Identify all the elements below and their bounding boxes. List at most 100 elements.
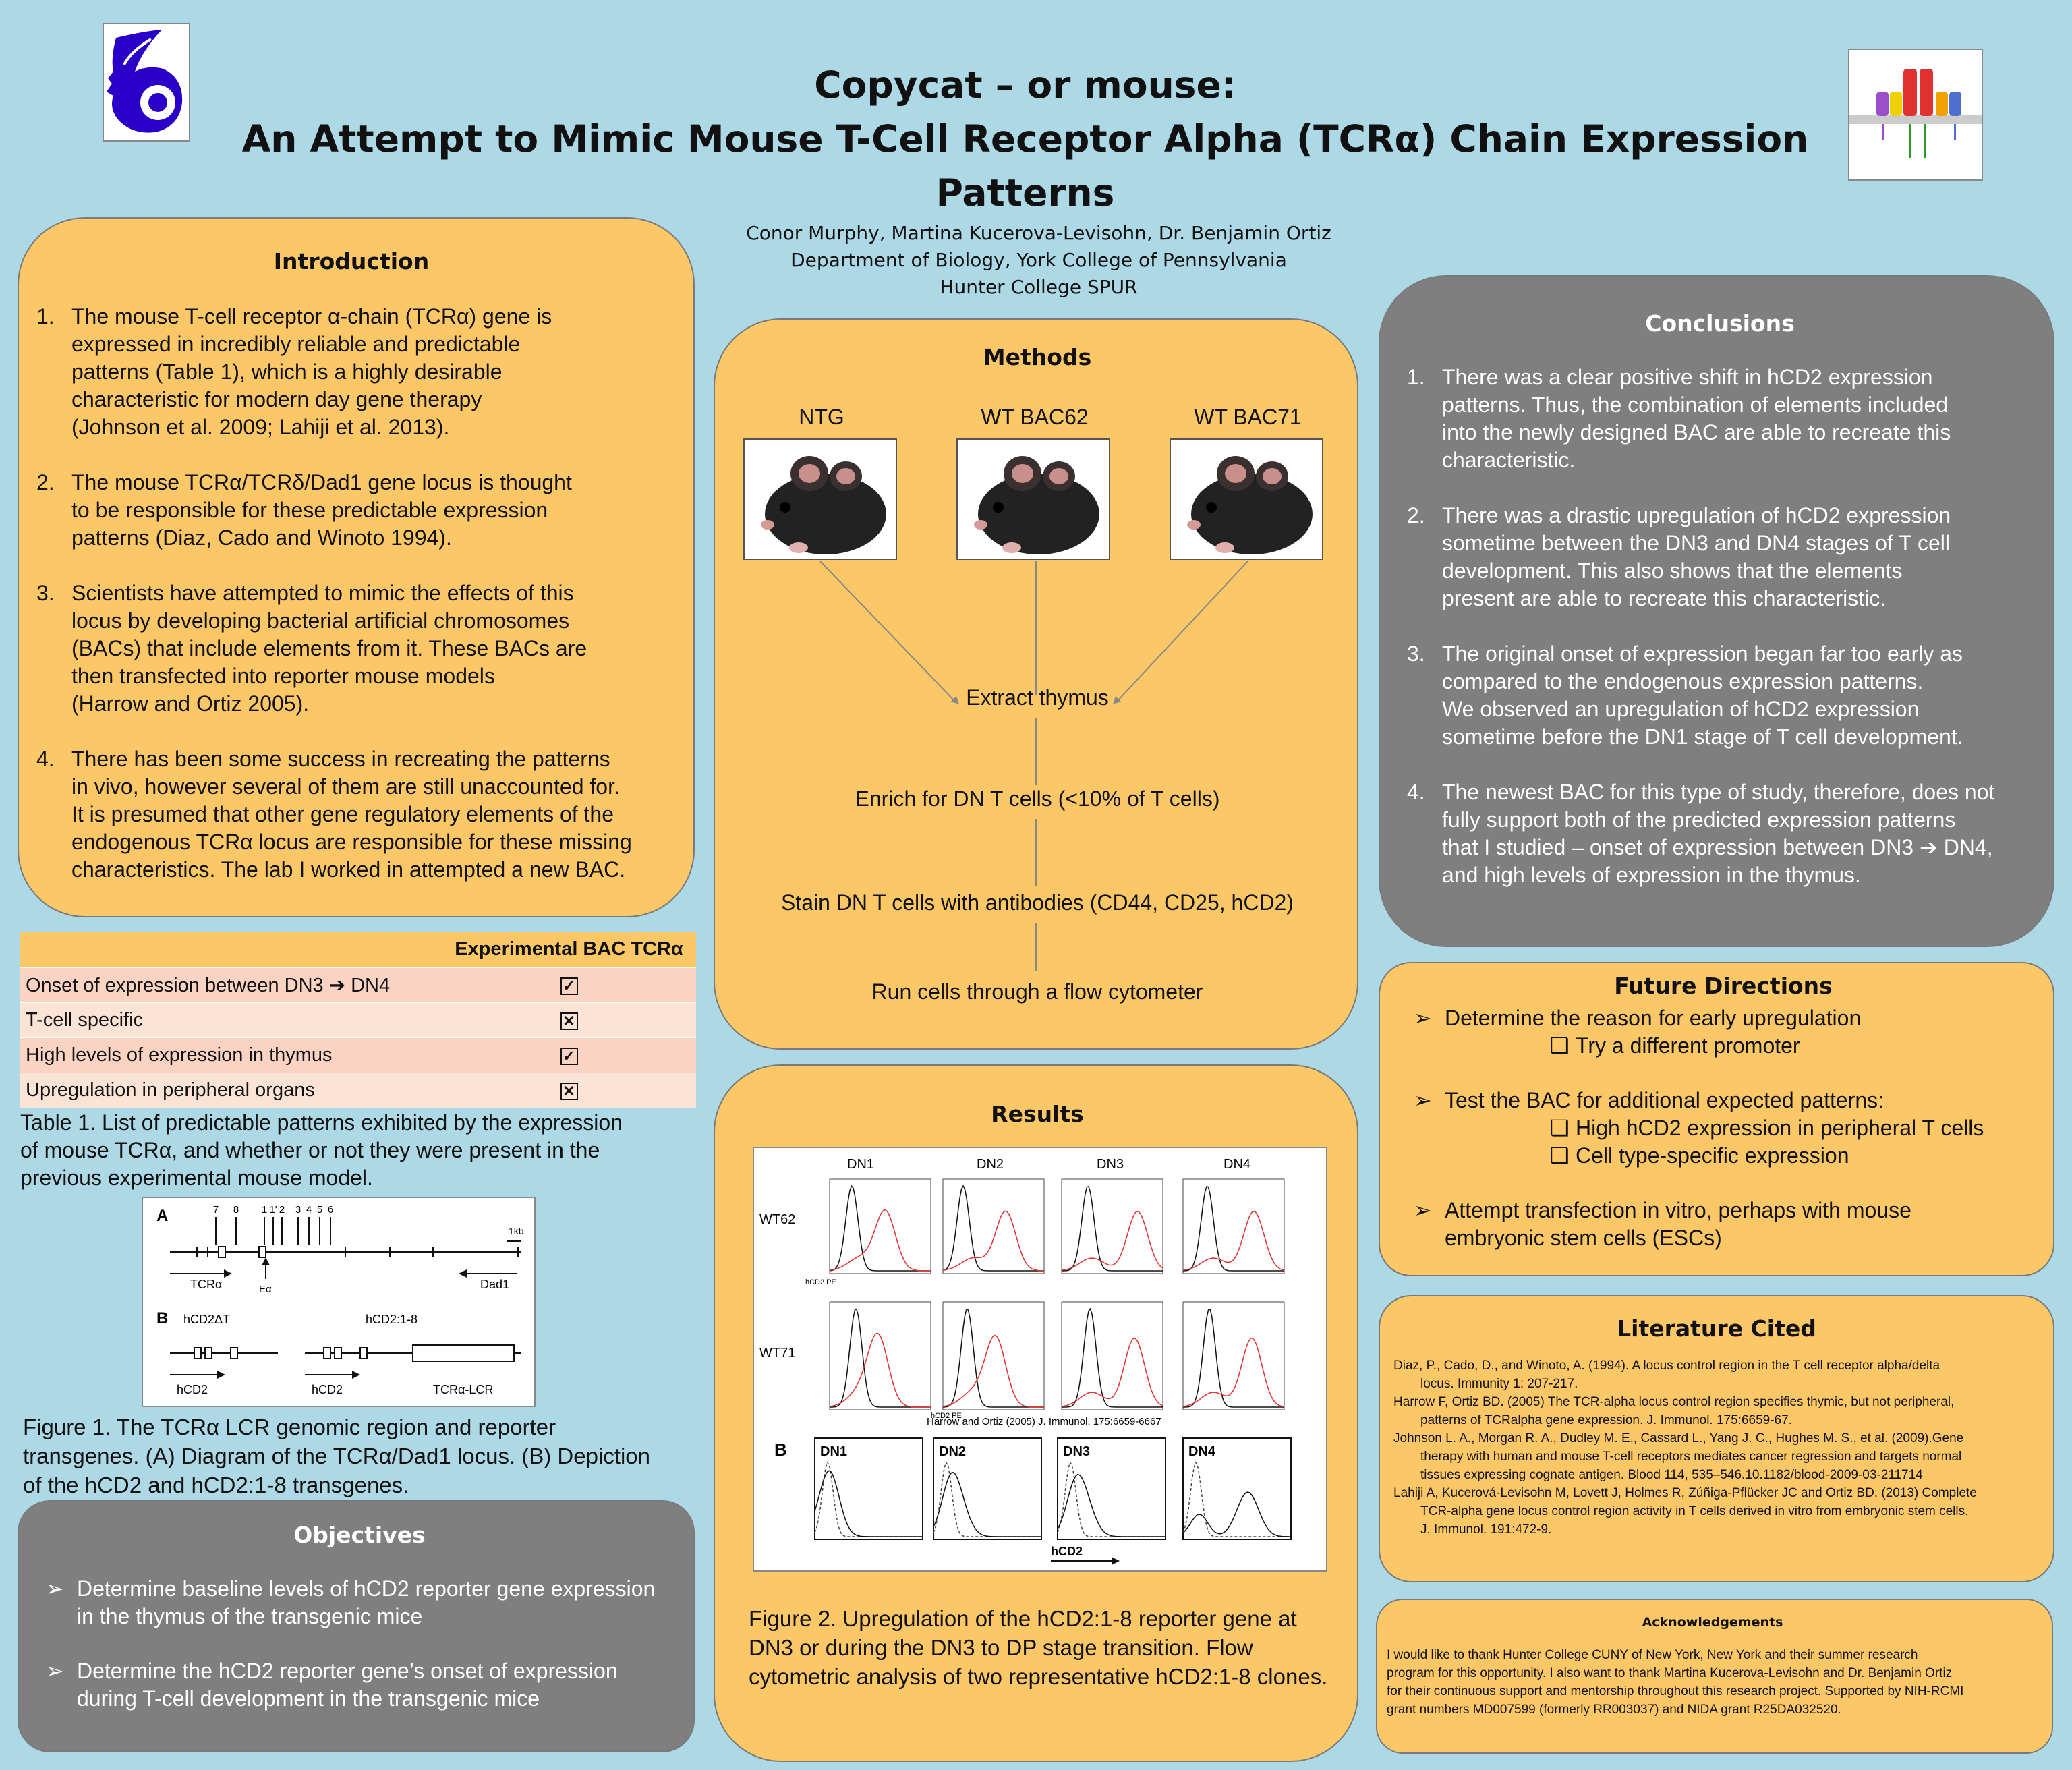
histogram-plot [1061,1301,1163,1410]
future-subitem: ❑Cell type-specific expression [1407,1142,2040,1170]
row-label: WT62 [759,1212,795,1227]
svg-text:hCD2: hCD2 [312,1383,343,1396]
svg-text:1kb: 1kb [509,1226,524,1236]
arrowhead-bullet-icon: ➢ [1414,1088,1432,1112]
checked-box-icon: ✓ [560,1047,578,1065]
panel-b-label: DN3 [1063,1444,1090,1459]
conclusions-item: 2.There was a drastic upregulation of hC… [1407,502,2033,612]
conclusions-line: fully support both of the predicted expr… [1442,807,1956,832]
future-item: ➢Attempt transfection in vitro, perhaps … [1407,1197,2040,1224]
arrow-head-icon [1112,1557,1120,1565]
introduction-line: characteristics. The lab I worked in att… [71,857,626,882]
histogram-plot [1182,1178,1285,1274]
methods-panel: Methods NTG WT BAC62 WT BAC71 Extract th… [714,318,1358,1050]
methods-title: Methods [983,344,1092,370]
reference-list: Diaz, P., Cado, D., and Winoto, A. (1994… [1393,1357,2040,1539]
figure-2-caption: Figure 2. Upregulation of the hCD2:1-8 r… [749,1606,1328,1689]
mouse-image-bac62 [956,438,1110,560]
histogram-plot [829,1178,931,1274]
introduction-item: 3.Scientists have attempted to mimic the… [36,579,666,718]
histogram-plot [829,1301,931,1410]
conclusions-line: The newest BAC for this type of study, t… [1442,780,1995,804]
hcd2-histogram-line [814,1470,923,1537]
histogram-plot [1182,1301,1285,1410]
table-header: Experimental BAC TCRα [442,932,696,968]
text-line: therapy with human and mouse T-cell rece… [1420,1450,1962,1464]
table-header-blank [20,932,442,968]
authors-block: Conor Murphy, Martina Kucerova-Levisohn,… [674,220,1403,301]
hcd2-histogram-line [942,1334,1044,1408]
introduction-line: endogenous TCRα locus are responsible fo… [71,830,632,854]
mouse-label-ntg: NTG [799,405,844,429]
text-line: J. Immunol. 191:472-9. [1420,1522,1552,1537]
mouse-label-bac62: WT BAC62 [981,405,1089,429]
introduction-line: (BACs) that include elements from it. Th… [71,636,587,660]
crossed-box-icon: ✕ [560,1082,578,1100]
svg-text:hCD2ΔT: hCD2ΔT [183,1313,230,1326]
conclusions-item: 1.There was a clear positive shift in hC… [1407,364,2033,474]
title-line-2: An Attempt to Mimic Mouse T-Cell Recepto… [241,117,1809,215]
figure-1-caption: Figure 1. The TCRα LCR genomic region an… [23,1415,651,1497]
method-step: Run cells through a flow cytometer [871,979,1203,1004]
histogram-plot [1061,1178,1163,1274]
arrowhead-bullet-icon: ➢ [1414,1198,1432,1222]
future-subitem: ❑High hCD2 expression in peripheral T ce… [1407,1114,2040,1142]
conclusions-panel: Conclusions 1.There was a clear positive… [1379,275,2054,947]
introduction-item-number: 4. [36,747,55,771]
acknowledgements-panel: Acknowledgements I would like to thank H… [1376,1599,2053,1754]
conclusions-line: sometime between the DN3 and DN4 stages … [1442,531,1950,555]
objective-item: ➢Determine baseline levels of hCD2 repor… [46,1576,656,1628]
conclusions-line: and high levels of expression in the thy… [1442,863,1861,887]
text-line: patterns of TCRalpha gene expression. J.… [1420,1413,1792,1427]
acknowledgements-title: Acknowledgements [1642,1615,1783,1630]
introduction-line: (Johnson et al. 2009; Lahiji et al. 2013… [71,415,450,439]
conclusions-item: 4.The newest BAC for this type of study,… [1407,778,2033,889]
objectives-title: Objectives [293,1522,426,1548]
svg-text:7: 7 [213,1204,219,1216]
column-label: DN4 [1224,1157,1250,1172]
svg-text:hCD2: hCD2 [177,1383,208,1396]
future-subitem: ❑Try a different promoter [1407,1032,2040,1060]
checked-box-icon: ✓ [560,977,578,995]
svg-text:8: 8 [233,1204,239,1216]
introduction-line: It is presumed that other gene regulator… [71,802,614,826]
conclusions-item-number: 3. [1407,641,1425,666]
hcd2-histogram-line [1182,1337,1285,1408]
introduction-item: 4.There has been some success in recreat… [36,745,666,884]
svg-text:1': 1' [269,1204,277,1216]
conclusions-line: We observed an upregulation of hCD2 expr… [1442,697,1920,721]
figure-2-citation: Harrow and Ortiz (2005) J. Immunol. 175:… [927,1416,1161,1427]
introduction-panel: Introduction 1.The mouse T-cell receptor… [18,217,695,917]
text-line: for their continuous support and mentors… [1387,1684,1964,1698]
introduction-line: patterns (Table 1), which is a highly de… [71,360,502,384]
box-bullet-icon: ❑ [1550,1143,1570,1168]
hcd2-histogram-line [829,1209,931,1272]
hcd2-histogram-line [1061,1210,1163,1271]
tcr-membrane-diagram [1848,49,1983,181]
histogram-plot: DN4 [1182,1437,1292,1540]
conclusions-title: Conclusions [1645,310,1795,337]
method-step: Stain DN T cells with antibodies (CD44, … [780,890,1294,915]
conclusions-line: sometime before the DN1 stage of T cell … [1442,724,1963,749]
table-row: T-cell specific✕ [20,1002,696,1038]
table-row: Onset of expression between DN3 ➔ DN4✓ [20,967,696,1003]
mouse-label-bac71: WT BAC71 [1194,405,1302,429]
svg-text:Dad1: Dad1 [480,1278,509,1291]
conclusions-line: present are able to recreate this charac… [1442,586,1887,610]
introduction-line: patterns (Diaz, Cado and Winoto 1994). [71,525,452,550]
introduction-line: characteristic for modern day gene thera… [71,387,482,411]
control-histogram-line [942,1184,1044,1272]
svg-text:6: 6 [328,1204,333,1216]
arrowhead-bullet-icon: ➢ [1414,1006,1432,1030]
box-bullet-icon: ❑ [1550,1116,1570,1140]
arrowhead-bullet-icon: ➢ [46,1576,64,1601]
text-line: tissues expressing cognate antigen. Bloo… [1420,1468,1923,1482]
conclusions-line: There was a drastic upregulation of hCD2… [1442,503,1951,527]
objectives-panel: Objectives ➢Determine baseline levels of… [18,1500,695,1752]
control-histogram-line [1062,1307,1163,1408]
column-label: DN2 [977,1157,1004,1172]
row-label: WT71 [759,1346,795,1361]
text-line: TCR-alpha gene locus control region acti… [1420,1504,1969,1518]
conclusions-line: development. This also shows that the el… [1442,559,1903,583]
